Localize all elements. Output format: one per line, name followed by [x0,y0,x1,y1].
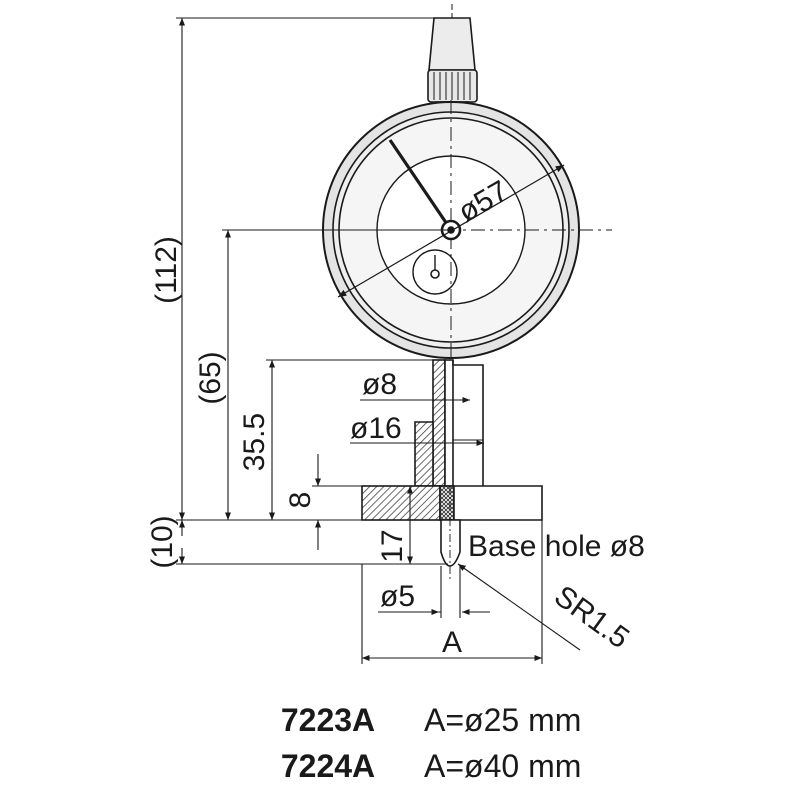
model-table: 7223A A=ø25 mm 7224A A=ø40 mm [281,702,582,784]
knurled-cap [427,69,478,103]
dim-center-height: (65) [194,351,227,404]
stem-left-section [432,359,446,487]
dim-overall-height: (112) [150,236,183,304]
base-right [453,485,543,521]
model-spec: A=ø25 mm [424,702,581,738]
dimension-lines [176,17,581,664]
dim-below-base: (10) [146,515,179,568]
dim-contact-radius: SR1.5 [548,579,635,655]
contact-point [440,519,461,567]
dim-stem-diameter: ø8 [362,368,397,401]
dial-indicator [228,4,612,360]
dim-base-thickness: 8 [284,492,317,509]
stem-base-assembly [361,359,543,580]
collar [414,421,434,487]
dim-collar-diameter: ø16 [350,412,402,445]
dim-contact-length: 17 [376,529,409,562]
top-stem [428,17,476,71]
model-number: 7224A [281,748,375,784]
dim-base-width: A [442,626,462,659]
dim-stem-height: 35.5 [238,413,271,471]
model-number: 7223A [281,702,375,738]
base-left-section [361,485,441,521]
dim-contact-diameter: ø5 [380,580,415,613]
dim-base-hole: Base hole ø8 [468,530,645,563]
model-spec: A=ø40 mm [424,748,581,784]
